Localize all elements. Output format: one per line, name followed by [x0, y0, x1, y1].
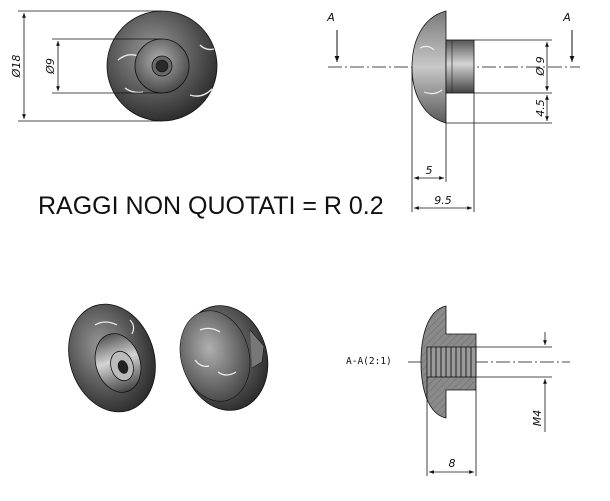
section-view-thread [426, 346, 477, 378]
dim-inner-diameter: Ø9 [44, 58, 57, 75]
section-view: A-A(2:1) M4 8 [346, 305, 570, 476]
side-view-dome [411, 10, 447, 124]
dim-thread: M4 [531, 410, 544, 427]
side-view-shank [445, 39, 475, 94]
side-view-reflection [419, 45, 443, 95]
side-view: A A Ø 9 4.5 5 9.5 [326, 10, 580, 212]
dim-side-diameter: Ø 9 [534, 56, 547, 76]
dim-side-length-total: 9.5 [434, 194, 452, 207]
section-mark-left: A [326, 11, 335, 24]
iso-front-reflection [94, 319, 135, 335]
dim-side-height: 4.5 [534, 99, 547, 117]
dim-outer-diameter: Ø18 [10, 55, 23, 79]
dim-section-length: 8 [449, 457, 456, 470]
section-view-label: A-A(2:1) [346, 356, 392, 367]
isometric-view-back [179, 305, 269, 411]
front-view-bore-inner [155, 59, 169, 73]
iso-back-reflection [194, 327, 237, 376]
iso-back-face [179, 310, 251, 402]
dim-side-length-short: 5 [426, 164, 433, 177]
section-mark-right: A [562, 11, 571, 24]
front-view-reflection [117, 44, 215, 97]
iso-front-bore [117, 360, 129, 374]
isometric-view-front [68, 303, 156, 413]
iso-back-shank [249, 329, 265, 369]
general-note: RAGGI NON QUOTATI = R 0.2 [38, 192, 384, 220]
front-view: Ø18 Ø9 [10, 10, 218, 122]
